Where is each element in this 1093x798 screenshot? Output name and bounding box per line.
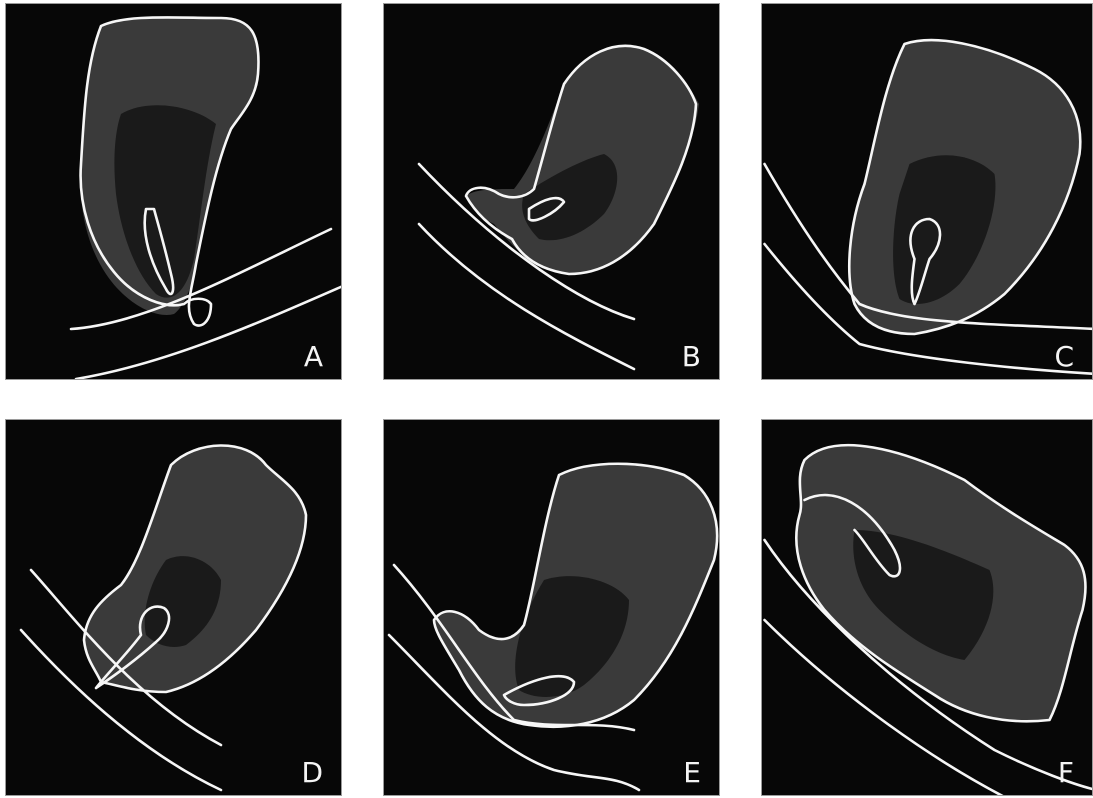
radiograph-panel-a: A	[5, 3, 342, 380]
tooth-radiograph-icon	[6, 4, 342, 380]
panel-label-a: A	[304, 343, 323, 371]
panel-label-f: F	[1058, 759, 1074, 787]
tooth-radiograph-icon	[384, 420, 720, 796]
radiograph-panel-d: D	[5, 419, 342, 796]
panel-label-e: E	[683, 759, 701, 787]
tooth-radiograph-icon	[762, 420, 1093, 796]
radiograph-panel-e: E	[383, 419, 720, 796]
radiograph-panel-b: B	[383, 3, 720, 380]
panel-label-c: C	[1054, 343, 1074, 371]
tooth-radiograph-icon	[6, 420, 342, 796]
panel-label-b: B	[682, 343, 701, 371]
tooth-radiograph-icon	[384, 4, 720, 380]
tooth-radiograph-icon	[762, 4, 1093, 380]
radiograph-panel-f: F	[761, 419, 1093, 796]
panel-label-d: D	[301, 759, 323, 787]
radiograph-panel-c: C	[761, 3, 1093, 380]
